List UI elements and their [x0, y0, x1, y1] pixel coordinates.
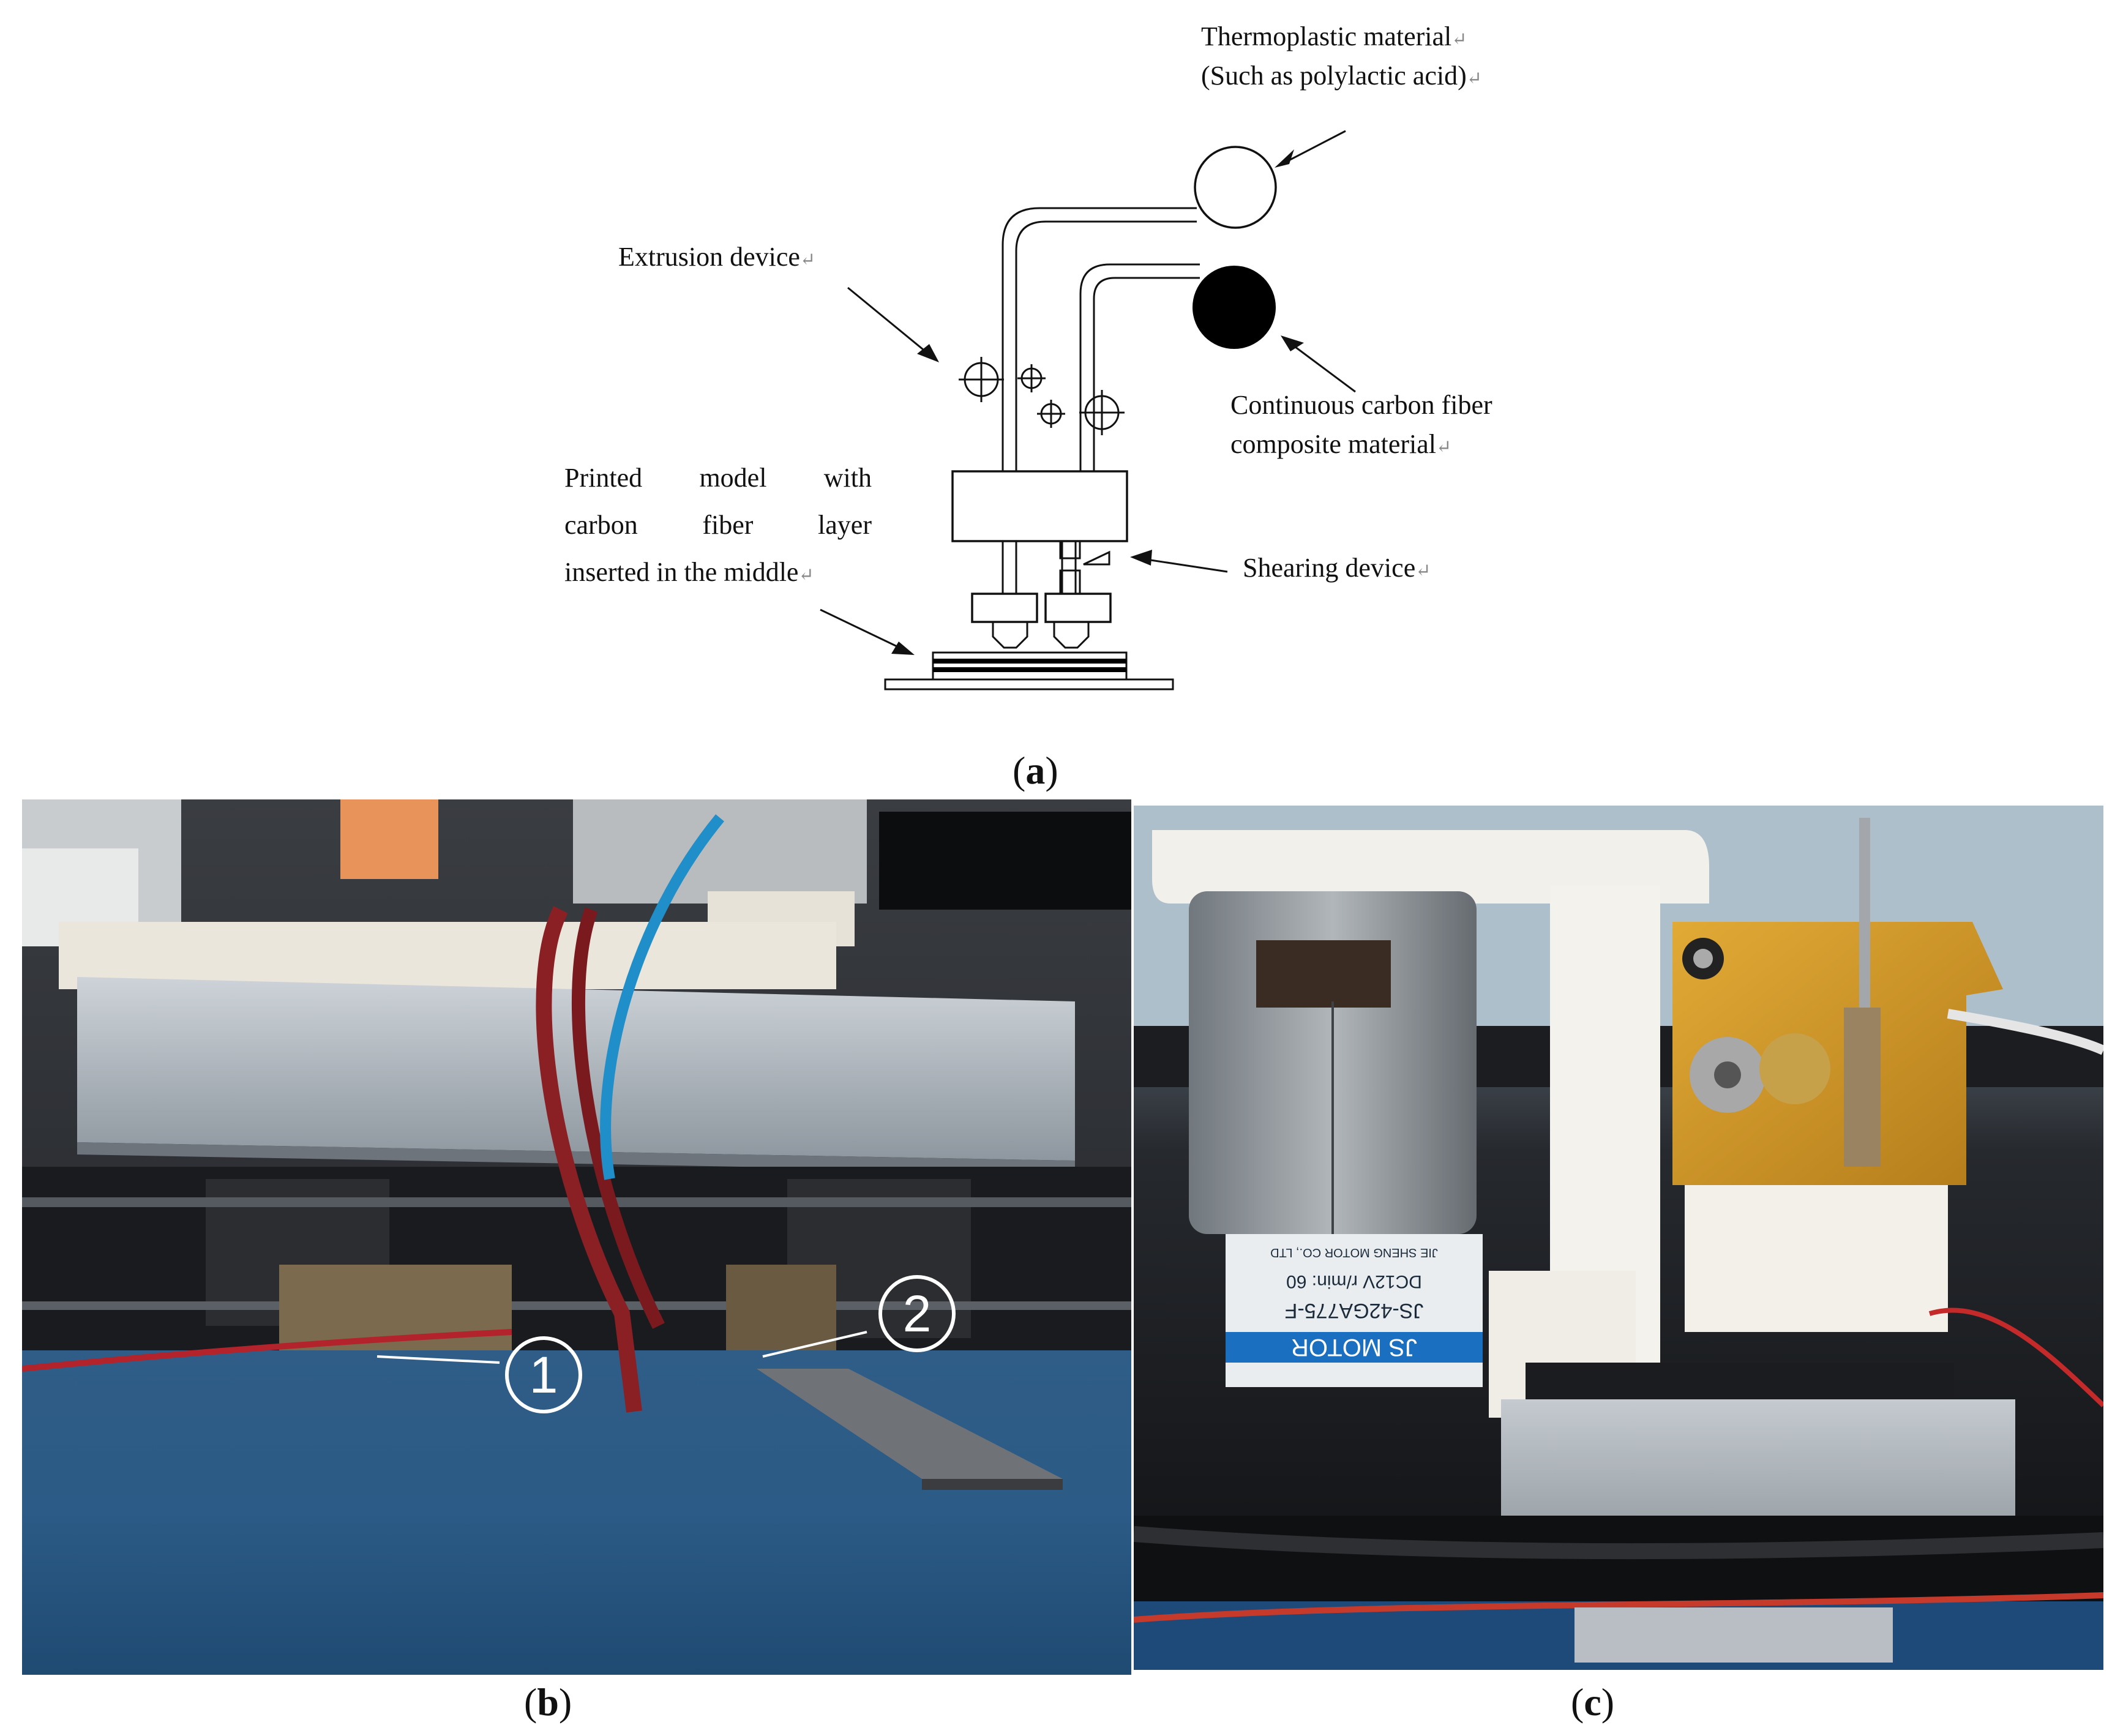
return-mark: ↵	[1451, 29, 1467, 50]
panel-letter-a: a	[1025, 749, 1046, 792]
motor-label-brand: JS MOTOR	[1291, 1334, 1417, 1361]
left-nozzle-block	[971, 593, 1038, 623]
extrusion-label-text: Extrusion device	[618, 242, 800, 272]
motor-label-maker: JIE SHENG MOTOR CO., LTD	[1270, 1246, 1438, 1259]
left-nozzle	[992, 622, 1028, 649]
panel-label-b: (b)	[524, 1680, 572, 1724]
carbon-fiber-label: Continuous carbon fiber composite materi…	[1230, 386, 1492, 464]
photo-b: ① ② 1 2	[22, 799, 1131, 1675]
photo-b-drawing	[22, 799, 1131, 1675]
marker-2-digit: 2	[902, 1285, 932, 1342]
schematic-diagram	[820, 130, 1356, 690]
carbon-fiber-spool	[1193, 266, 1276, 349]
panel-letter-c: c	[1584, 1680, 1601, 1724]
return-mark: ↵	[798, 565, 814, 585]
extrusion-label: Extrusion device↵	[618, 238, 815, 277]
motor-label-model: JS-42GA775-F	[1284, 1299, 1424, 1322]
build-plate	[884, 678, 1174, 690]
return-mark: ↵	[1436, 436, 1452, 457]
shearing-device	[1059, 540, 1110, 595]
carbon-fiber-label-line1: Continuous carbon fiber	[1230, 390, 1492, 420]
printed-model-label-line1: Printed model with	[564, 463, 872, 493]
printed-model	[932, 651, 1128, 681]
thermoplastic-label-line2: (Such as polylactic acid)	[1201, 60, 1467, 91]
printed-model-label-line3-wrap: inserted in the middle↵	[564, 548, 814, 599]
extrusion-rollers	[959, 357, 1125, 435]
thermoplastic-label: Thermoplastic material↵ (Such as polylac…	[1201, 17, 1482, 95]
panel-label-a: (a)	[1013, 749, 1058, 792]
printed-model-label-line2: carbon fiber layer	[564, 510, 872, 540]
motor-label-spec: DC12V r/min: 60	[1286, 1271, 1422, 1292]
return-mark: ↵	[1466, 68, 1482, 89]
thermoplastic-spool	[1194, 146, 1277, 229]
marker-1-digit: 1	[529, 1346, 558, 1404]
panel-label-c: (c)	[1571, 1680, 1615, 1724]
carbon-fiber-tube	[1079, 263, 1200, 471]
thermoplastic-label-line1: Thermoplastic material	[1201, 21, 1452, 51]
thermoplastic-tube	[1002, 207, 1197, 471]
right-nozzle-block	[1044, 593, 1112, 623]
printed-model-label-line3: inserted in the middle	[564, 557, 799, 587]
shearing-label-text: Shearing device	[1243, 553, 1416, 583]
shearing-label: Shearing device↵	[1243, 548, 1431, 588]
return-mark: ↵	[1415, 561, 1431, 581]
photo-c-drawing	[1134, 806, 2103, 1670]
right-nozzle	[1053, 622, 1090, 649]
photo-c: JS MOTOR JS-42GA775-F DC12V r/min: 60 JI…	[1134, 806, 2103, 1670]
carbon-fiber-label-line2: composite material	[1230, 428, 1436, 459]
return-mark: ↵	[799, 250, 816, 270]
extruder-block	[951, 470, 1128, 542]
panel-letter-b: b	[537, 1680, 559, 1724]
